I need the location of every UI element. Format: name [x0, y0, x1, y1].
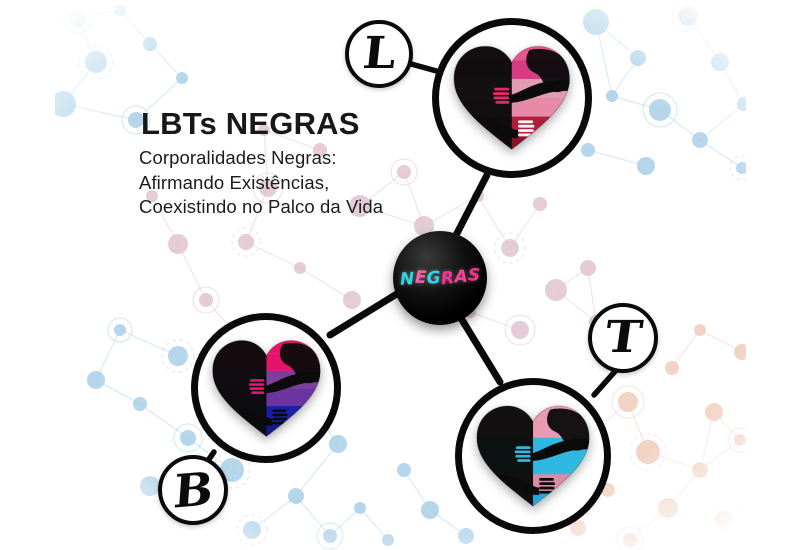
badge-letter-t: T [601, 312, 645, 363]
left-margin [0, 0, 55, 550]
hub-letter-g: G [425, 267, 442, 289]
subtitle-line-3: Coexistindo no Palco da Vida [139, 196, 384, 218]
right-margin [746, 0, 800, 550]
node-transgender[interactable] [455, 378, 611, 534]
link-hub-to-trans [452, 306, 504, 386]
badge-letter-b: B [171, 461, 215, 519]
title-block: LBTs NEGRAS Corporalidades Negras: Afirm… [139, 108, 383, 220]
hub-letter-a: A [453, 266, 469, 288]
node-bisexual[interactable] [191, 313, 341, 463]
page-title: LBTs NEGRAS [141, 106, 360, 141]
subtitle-line-2: Afirmando Existências, [139, 171, 330, 193]
link-trans-to-badge-t [591, 365, 621, 398]
link-hub-to-bisexual [326, 288, 404, 339]
bisexual-pride-heart [208, 330, 325, 447]
hub-letter-r: R [439, 268, 456, 290]
subtitle-line-1: Corporalidades Negras: [139, 147, 337, 168]
badge-transgender-t[interactable]: T [588, 303, 658, 373]
transgender-pride-heart [472, 395, 594, 517]
hub-letter-e: E [414, 267, 427, 288]
hub-letter-s: S [467, 265, 481, 286]
badge-lesbian-l[interactable]: L [345, 20, 413, 88]
node-lesbian[interactable] [432, 18, 592, 178]
link-hub-to-lesbian [448, 171, 491, 247]
hub-label: NEGRAS [399, 265, 481, 290]
lesbian-pride-heart [449, 35, 575, 161]
hub-letter-n: N [399, 269, 415, 290]
central-hub-negras[interactable]: NEGRAS [393, 231, 487, 325]
badge-letter-l: L [360, 28, 398, 79]
badge-bisexual-b[interactable]: B [158, 455, 228, 525]
